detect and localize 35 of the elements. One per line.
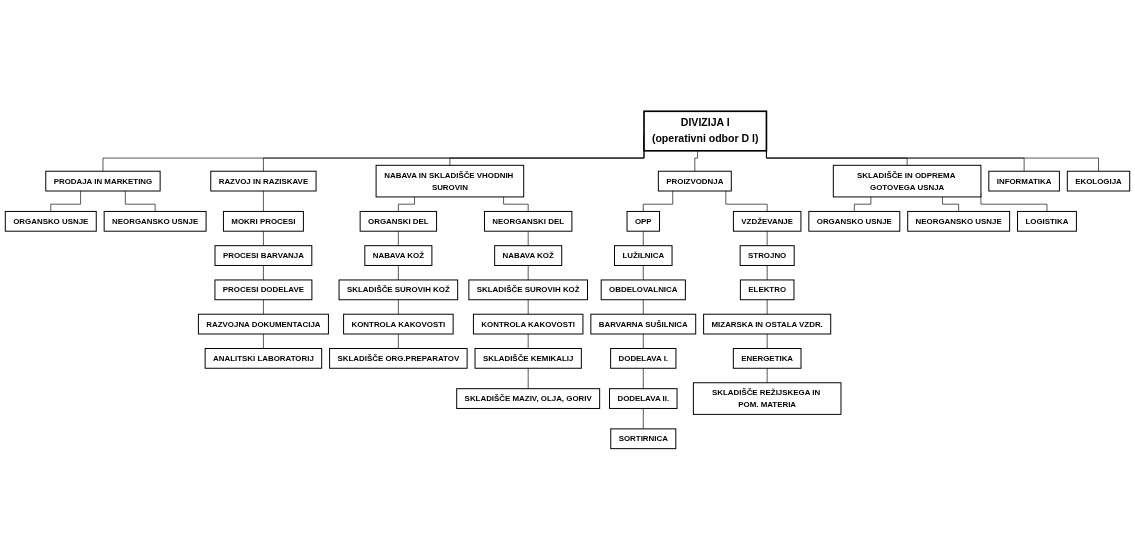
connector (766, 230, 768, 246)
connector (642, 230, 644, 246)
connector (942, 196, 959, 212)
connector (766, 298, 768, 315)
connector (50, 190, 81, 212)
connector (398, 264, 399, 280)
connector (642, 298, 644, 315)
connector (527, 298, 529, 315)
connector (642, 264, 644, 280)
connector (725, 190, 768, 212)
connector (503, 196, 529, 212)
connector (263, 230, 264, 246)
connector (527, 264, 529, 280)
connector (642, 333, 644, 349)
connector (642, 407, 644, 429)
node-box: DIVIZIJA I (operativni odbor D I) (643, 109, 768, 152)
connector (263, 190, 264, 212)
connector (642, 190, 674, 212)
connector (398, 333, 399, 349)
connector (527, 230, 529, 246)
connector (766, 367, 768, 383)
connector (398, 230, 399, 246)
connector (766, 264, 768, 280)
connector (694, 150, 698, 172)
connector (766, 333, 768, 349)
connector (398, 196, 415, 212)
connector (124, 190, 156, 212)
connector (642, 367, 644, 389)
connector (263, 333, 264, 349)
connector (527, 367, 529, 389)
connector (398, 298, 399, 315)
connector (527, 333, 529, 349)
connector (853, 196, 872, 212)
connector (263, 264, 264, 280)
connector (263, 298, 264, 315)
